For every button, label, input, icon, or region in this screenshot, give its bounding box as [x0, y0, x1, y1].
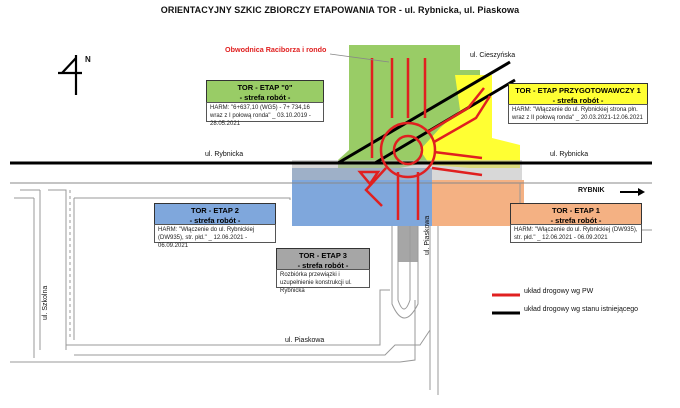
stage3-note: Rozbiórka przewiązki i uzupełnienie kons… — [276, 269, 370, 294]
north-arrow-icon — [58, 55, 82, 95]
stage1-title: TOR - ETAP 1 — [552, 206, 600, 215]
stage3-title: TOR - ETAP 3 — [299, 251, 347, 260]
stage-prep-note: HARM: "Włączenie do ul. Rybnickiej stron… — [508, 104, 648, 124]
piaskowa-vertical-2 — [391, 226, 419, 319]
stage1-subtitle: - strefa robót - — [550, 216, 602, 225]
piaskowa-bottom-a — [66, 289, 390, 346]
stage2-subtitle: - strefa robót - — [189, 216, 241, 225]
rybnik-arrow-icon — [620, 188, 645, 196]
stage3-box: TOR - ETAP 3 - strefa robót - — [276, 248, 370, 270]
bypass-annotation: Obwodnica Raciborza i rondo — [225, 45, 327, 54]
stage-prep-subtitle: - strefa robót - — [552, 96, 604, 105]
street-cieszynska: ul. Cieszyńska — [470, 52, 516, 59]
stage1-note: HARM: "Włączenie do ul. Rybnickiej (DW93… — [510, 224, 642, 243]
street-rybnicka-left: ul. Rybnicka — [205, 151, 244, 158]
szkolna-road-a — [20, 189, 67, 350]
zone-etap3-grey — [398, 226, 418, 262]
stage1-box: TOR - ETAP 1 - strefa robót - — [510, 203, 642, 225]
street-szkolna: ul. Szkolna — [42, 285, 49, 320]
street-piaskowa-vertical: ul. Piaskowa — [424, 215, 431, 255]
stage2-note: HARM: "Włączenie do ul. Rybnickiej (DW93… — [154, 224, 276, 249]
piaskowa-bottom-c — [10, 300, 416, 363]
branch-ne-1 — [427, 87, 485, 134]
page-title: ORIENTACYJNY SZKIC ZBIORCZY ETAPOWANIA T… — [160, 5, 520, 15]
stage2-title: TOR - ETAP 2 — [191, 206, 239, 215]
legend-label-planned: układ drogowy wg PW — [524, 288, 594, 295]
branch-east — [431, 150, 483, 177]
north-label: N — [85, 55, 91, 64]
stage-prep-title: TOR - ETAP PRZYGOTOWAWCZY 1 — [515, 86, 641, 95]
stage3-subtitle: - strefa robót - — [297, 261, 349, 270]
stage-prep-box: TOR - ETAP PRZYGOTOWAWCZY 1 - strefa rob… — [508, 83, 648, 106]
stage-zones — [292, 45, 524, 262]
legend-label-existing: układ drogowy wg stanu istniejącego — [524, 306, 639, 313]
roundabout-inner — [392, 134, 424, 166]
piaskowa-vertical-1 — [397, 226, 411, 310]
annotation-pointer — [329, 53, 390, 63]
roundabout-outer — [379, 121, 437, 179]
branch-sw — [364, 167, 387, 207]
stage0-title: TOR - ETAP "0" — [237, 83, 293, 92]
street-rybnik: RYBNIK — [578, 187, 605, 194]
zone-junction-grey — [292, 160, 522, 180]
planned-roads — [357, 58, 492, 220]
stage2-box: TOR - ETAP 2 - strefa robót - — [154, 203, 276, 225]
zone-etap1-orange — [432, 180, 524, 226]
branch-ne-2 — [433, 95, 492, 144]
local-road-box — [73, 197, 291, 210]
stage0-subtitle: - strefa robót - — [239, 93, 291, 102]
szkolna-road-b — [14, 197, 75, 358]
street-rybnicka-right: ul. Rybnicka — [550, 151, 589, 158]
triangle-island — [357, 170, 381, 187]
stage0-note: HARM: "6+637,10 (WG5) - 7+ 734,16 wraz z… — [206, 102, 324, 127]
street-piaskowa-bottom: ul. Piaskowa — [285, 337, 325, 344]
